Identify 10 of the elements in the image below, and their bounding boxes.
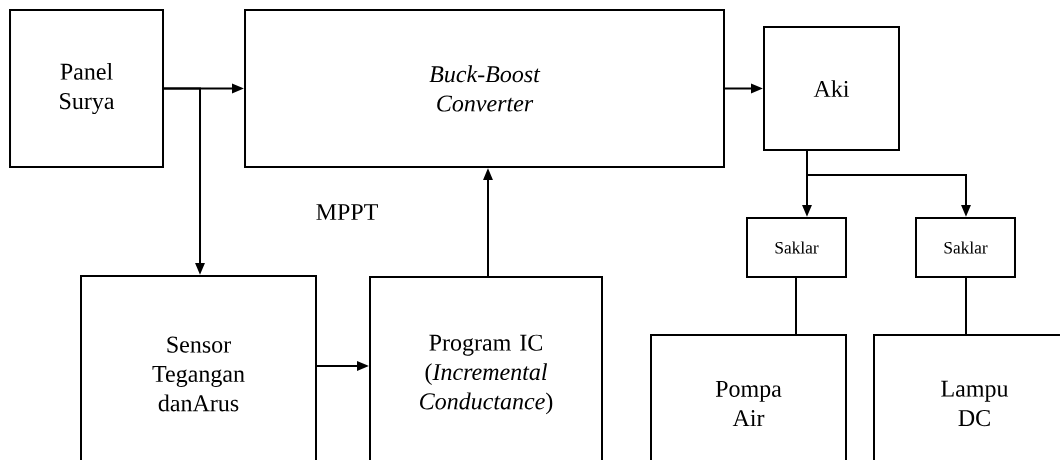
load-box: Lampu DC xyxy=(873,334,1060,460)
process-box: Aki xyxy=(763,26,900,151)
switch-box: Saklar xyxy=(915,217,1016,278)
process-box: Sensor Tegangan danArus xyxy=(80,275,317,460)
switch-box: Saklar xyxy=(746,217,847,278)
process-box: Buck-Boost Converter xyxy=(244,9,725,168)
process-box: Program IC (Incremental Conductance) xyxy=(369,276,603,460)
process-box: Panel Surya xyxy=(9,9,164,168)
load-box: Pompa Air xyxy=(650,334,847,460)
label: MPPT xyxy=(316,204,378,220)
